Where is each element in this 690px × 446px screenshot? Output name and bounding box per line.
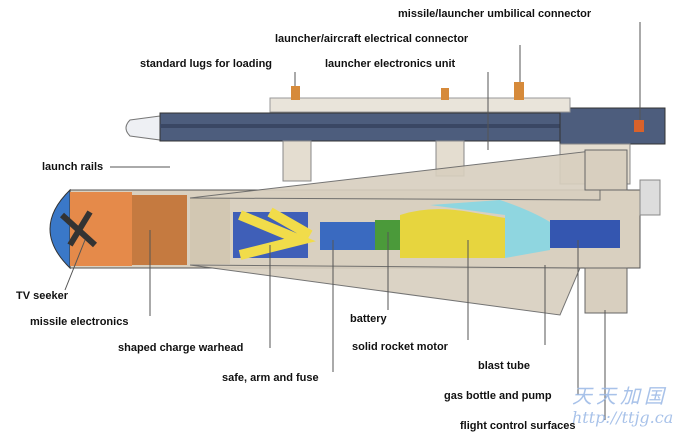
label-electronics-unit: launcher electronics unit — [325, 58, 456, 70]
label-blast-tube: blast tube — [478, 360, 530, 372]
launcher — [125, 82, 666, 185]
loading-lug-icon — [291, 86, 300, 100]
loading-lug-icon — [441, 88, 449, 100]
label-battery: battery — [350, 313, 387, 325]
label-control-surfaces: flight control surfaces — [460, 420, 576, 432]
watermark-url: http://ttjg.ca — [572, 408, 674, 427]
leader-lines — [64, 22, 641, 420]
label-warhead: shaped charge warhead — [118, 342, 244, 354]
missile — [49, 149, 661, 316]
umbilical-connector-icon — [634, 120, 644, 132]
label-gas-bottle: gas bottle and pump — [444, 390, 552, 402]
label-loading-lugs: standard lugs for loading — [140, 58, 273, 70]
watermark-chinese: 天天加国 — [572, 384, 668, 408]
label-missile-electronics: missile electronics — [30, 316, 129, 328]
label-electrical-connector: launcher/aircraft electrical connector — [275, 33, 469, 45]
label-launch-rails: launch rails — [42, 161, 104, 173]
electrical-connector-icon — [514, 82, 524, 100]
label-umbilical-connector: missile/launcher umbilical connector — [398, 8, 592, 20]
label-tv-seeker: TV seeker — [16, 290, 68, 302]
label-fuse: safe, arm and fuse — [222, 372, 319, 384]
label-rocket-motor: solid rocket motor — [352, 341, 448, 353]
